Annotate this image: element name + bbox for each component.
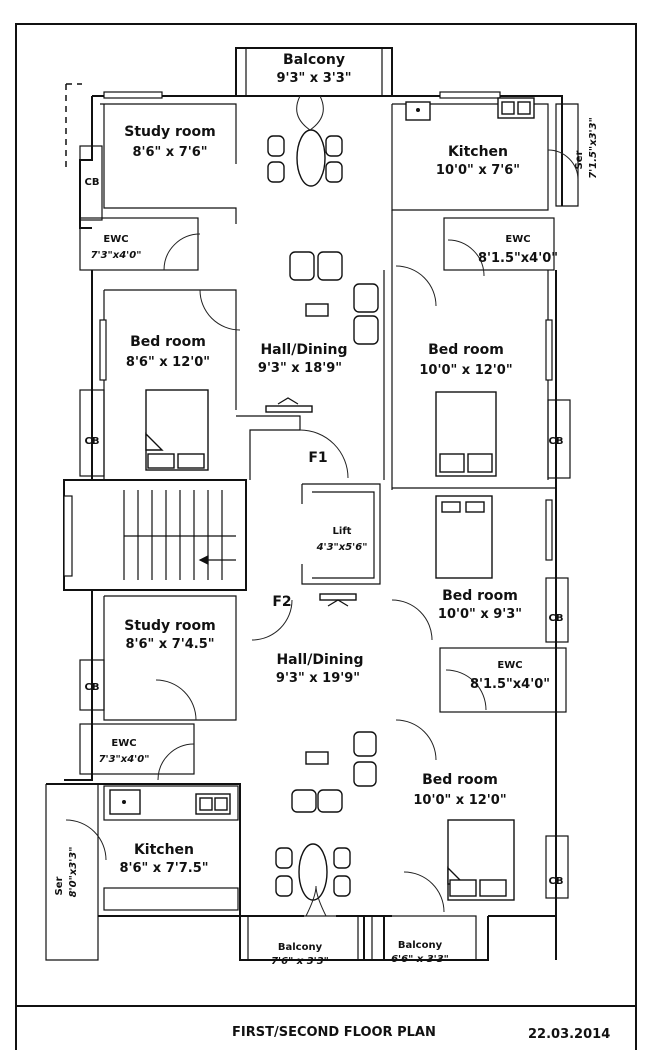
bed-right-mid-name: Bed room	[442, 588, 518, 604]
study-bottom-name: Study room	[124, 618, 216, 634]
study-top-name: Study room	[124, 124, 216, 140]
kitchen-bottom-dim: 8'6" x 7'7.5"	[119, 861, 208, 876]
cb-label: CB	[85, 682, 100, 693]
ewc-bottom-right-dim: 8'1.5"x4'0"	[470, 677, 550, 692]
flat-f1-label: F1	[308, 450, 327, 466]
balcony-bottom-left-dim: 7'6" x 3'3"	[271, 956, 329, 967]
study-top-dim: 8'6" x 7'6"	[132, 145, 207, 160]
kitchen-top-name: Kitchen	[448, 144, 508, 160]
bed-left-upper-name: Bed room	[130, 334, 206, 350]
hall-upper-name: Hall/Dining	[260, 342, 347, 358]
bed-right-upper-dim: 10'0" x 12'0"	[419, 363, 512, 378]
balcony-bottom-right-dim: 6'6" x 3'3"	[391, 954, 449, 965]
hall-lower-name: Hall/Dining	[276, 652, 363, 668]
ewc-bottom-left-name: EWC	[111, 738, 136, 749]
ewc-top-right-name: EWC	[505, 234, 530, 245]
sheet-border	[15, 23, 637, 1050]
cb-label: CB	[549, 436, 564, 447]
cb-label: CB	[549, 876, 564, 887]
bed-right-lower-dim: 10'0" x 12'0"	[413, 793, 506, 808]
study-bottom-dim: 8'6" x 7'4.5"	[125, 637, 214, 652]
balcony-top-dim: 9'3" x 3'3"	[276, 71, 351, 86]
ser-top-name: Ser	[574, 150, 585, 169]
ewc-top-right-dim: 8'1.5"x4'0"	[478, 251, 558, 266]
balcony-bottom-left-name: Balcony	[278, 942, 323, 953]
cb-label: CB	[85, 177, 100, 188]
bed-right-mid-dim: 10'0" x 9'3"	[438, 607, 522, 622]
lift-dim: 4'3"x5'6"	[316, 542, 368, 553]
flat-f2-label: F2	[272, 594, 291, 610]
bed-right-lower-name: Bed room	[422, 772, 498, 788]
outer-walls	[45, 47, 579, 961]
ewc-bottom-right-name: EWC	[497, 660, 522, 671]
ser-bottom-dim: 8'0"x3'3"	[68, 847, 79, 898]
cb-label: CB	[85, 436, 100, 447]
balcony-top-name: Balcony	[283, 52, 345, 68]
drawing-title: FIRST/SECOND FLOOR PLAN	[232, 1025, 436, 1040]
lift-name: Lift	[333, 526, 352, 537]
drawing-date: 22.03.2014	[528, 1027, 610, 1042]
bed-right-upper-name: Bed room	[428, 342, 504, 358]
balcony-bottom-right-name: Balcony	[398, 940, 443, 951]
kitchen-bottom-name: Kitchen	[134, 842, 194, 858]
hall-upper-dim: 9'3" x 18'9"	[258, 361, 342, 376]
ewc-top-left-name: EWC	[103, 234, 128, 245]
ser-bottom-name: Ser	[54, 876, 65, 895]
ser-top-dim: 7'1.5"x3'3"	[588, 117, 599, 179]
hall-lower-dim: 9'3" x 19'9"	[276, 671, 360, 686]
room-labels: Balcony 9'3" x 3'3" Study room 8'6" x 7'…	[54, 52, 599, 967]
kitchen-top-dim: 10'0" x 7'6"	[436, 163, 520, 178]
bed-left-upper-dim: 8'6" x 12'0"	[126, 355, 210, 370]
ewc-top-left-dim: 7'3"x4'0"	[91, 250, 142, 261]
ewc-bottom-left-dim: 7'3"x4'0"	[99, 754, 150, 765]
cb-label: CB	[549, 613, 564, 624]
